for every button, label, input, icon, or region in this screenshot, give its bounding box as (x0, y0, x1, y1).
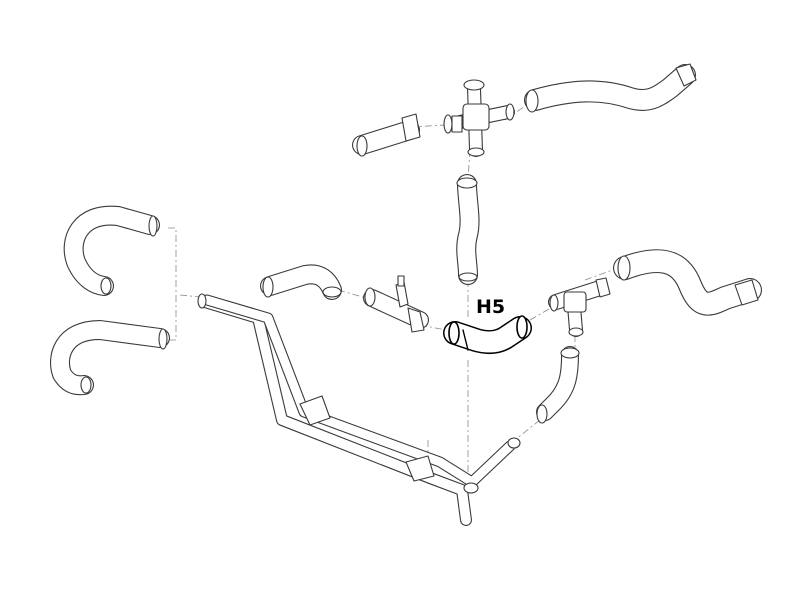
hook-hose-lower-left (50, 320, 170, 396)
hook-hose-upper-left (63, 205, 160, 296)
main-tube-frame (197, 293, 521, 526)
short-straight-hose (352, 113, 421, 157)
highlighted-elbow-hose (443, 315, 532, 355)
small-elbow-hose-lower-right (536, 346, 580, 424)
alignment-leader-lines (164, 103, 619, 478)
bent-hose-left (260, 264, 342, 300)
callout-label-h5: H5 (476, 296, 506, 318)
valve-fitting (363, 275, 429, 333)
cross-connector-upper (443, 79, 515, 157)
long-hose-upper-right (524, 63, 697, 113)
right-connector-fitting (548, 277, 611, 337)
s-hose-right (613, 249, 762, 316)
vertical-hose-center (456, 174, 480, 285)
